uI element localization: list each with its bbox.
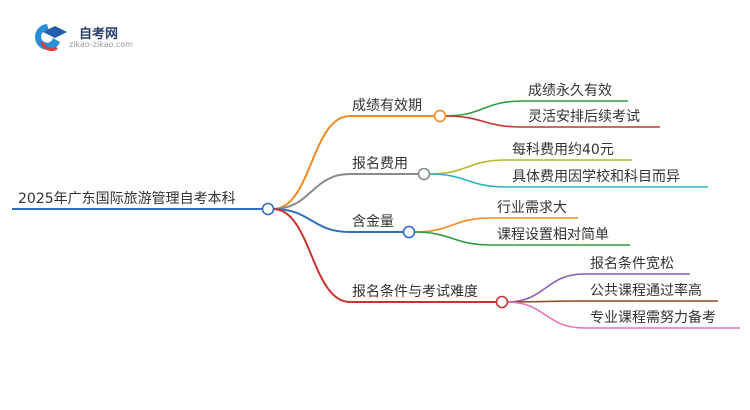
leaf-link-2-0 <box>413 217 492 233</box>
leaf-label-3-2: 专业课程需努力备考 <box>590 309 716 326</box>
branch-label-3: 报名条件与考试难度 <box>352 283 478 300</box>
leaf-label-1-0: 每科费用约40元 <box>512 142 614 158</box>
branch-label-1: 报名费用 <box>352 156 408 172</box>
branch-link-2 <box>272 208 351 233</box>
leaf-link-1-0 <box>428 159 507 175</box>
leaf-label-3-0: 报名条件宽松 <box>590 255 674 272</box>
branch-node-0[interactable] <box>433 109 447 123</box>
branch-link-0 <box>272 115 351 210</box>
branch-label-0: 成绩有效期 <box>352 98 422 114</box>
leaf-link-0-1 <box>444 115 523 128</box>
site-logo: 自考网 zikao-zikao.com <box>33 20 143 54</box>
leaf-link-3-0 <box>506 273 585 303</box>
leaf-link-2-1 <box>413 231 492 246</box>
leaf-link-1-1 <box>428 173 507 188</box>
root-node[interactable] <box>261 202 275 216</box>
mindmap-links <box>12 100 740 329</box>
branch-node-3[interactable] <box>495 295 509 309</box>
branch-node-1[interactable] <box>417 167 431 181</box>
leaf-label-2-0: 行业需求大 <box>497 200 567 216</box>
leaf-link-0-0 <box>444 100 523 117</box>
mindmap-nodes <box>261 109 509 309</box>
mindmap-labels: 2025年广东国际旅游管理自考本科 成绩有效期 成绩永久有效灵活安排后续考试报名费用… <box>18 83 716 326</box>
branch-link-1 <box>272 173 351 210</box>
leaf-label-0-0: 成绩永久有效 <box>528 83 612 99</box>
branch-node-2[interactable] <box>402 225 416 239</box>
logo-title: 自考网 <box>79 27 119 42</box>
leaf-link-3-2 <box>506 301 585 329</box>
leaf-label-2-1: 课程设置相对简单 <box>497 226 609 243</box>
branch-label-2: 含金量 <box>352 214 394 230</box>
logo-url: zikao-zikao.com <box>69 40 133 49</box>
leaf-label-1-1: 具体费用因学校和科目而异 <box>512 168 680 185</box>
logo-icon <box>35 24 67 51</box>
leaf-label-3-1: 公共课程通过率高 <box>590 282 702 299</box>
root-node-label: 2025年广东国际旅游管理自考本科 <box>18 191 236 207</box>
branch-link-3 <box>272 208 351 303</box>
leaf-label-0-1: 灵活安排后续考试 <box>528 108 640 125</box>
